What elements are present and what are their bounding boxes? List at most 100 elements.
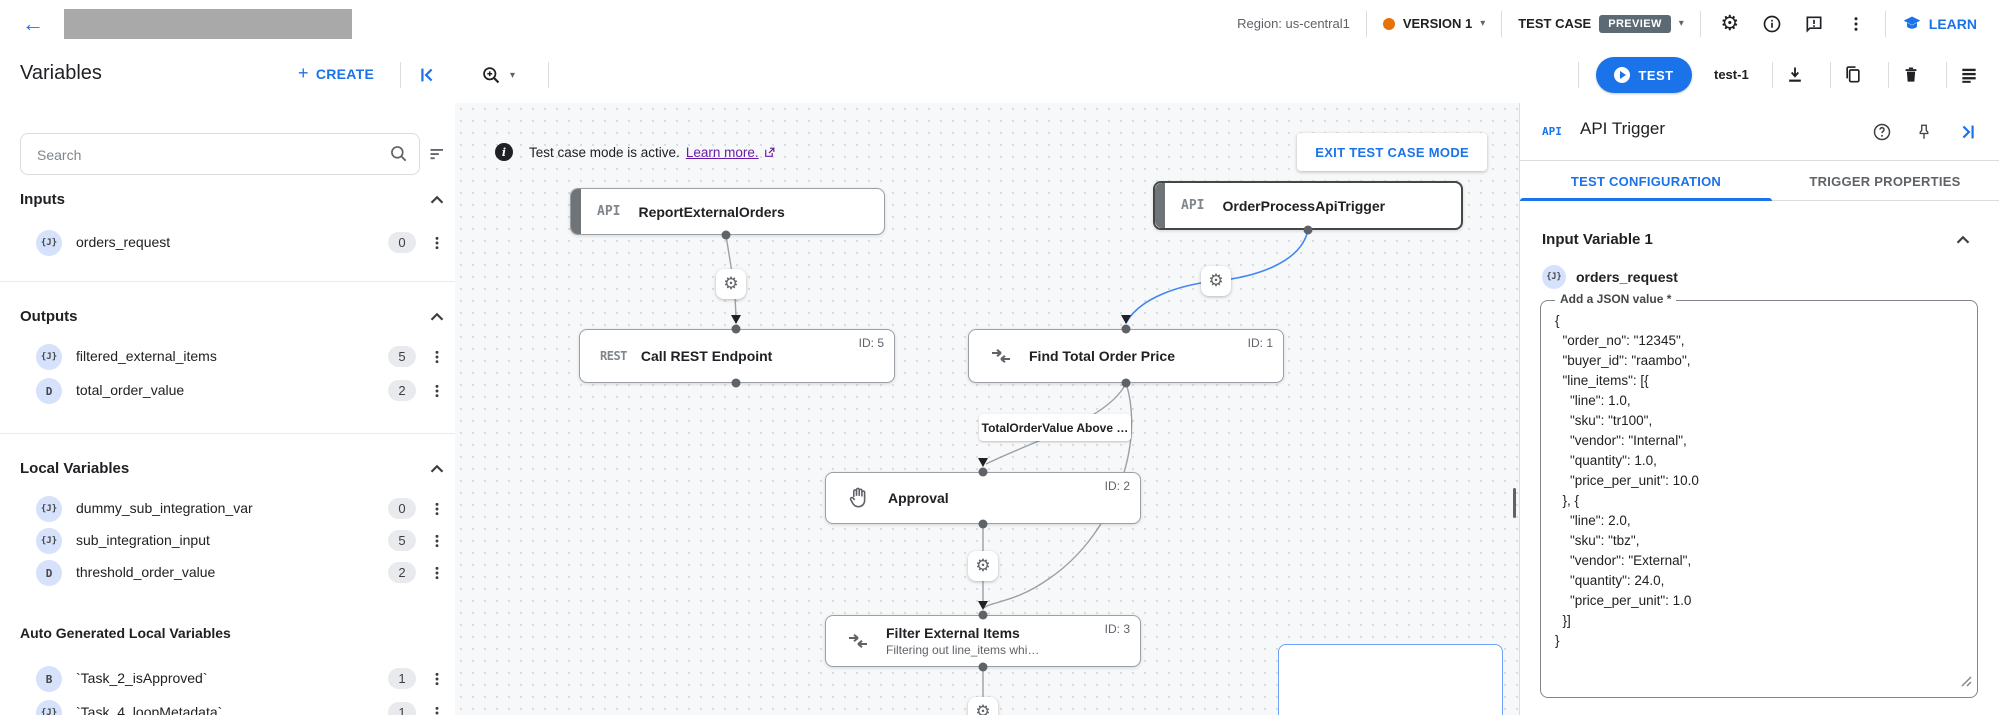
learn-more-label: Learn more. bbox=[685, 144, 759, 160]
top-app-bar: ← Region: us-central1 VERSION 1 ▾ TEST C… bbox=[0, 0, 1999, 48]
variables-sidebar: Inputs {J} orders_request 0 Outputs {J} … bbox=[0, 103, 456, 715]
node-find-total-order-price[interactable]: Find Total Order Price ID: 1 bbox=[968, 329, 1284, 383]
test-button[interactable]: TEST bbox=[1596, 57, 1692, 93]
edge-gear-icon[interactable]: ⚙ bbox=[1201, 266, 1231, 296]
node-filter-external-items[interactable]: Filter External Items Filtering out line… bbox=[825, 615, 1141, 667]
topbar-actions: Region: us-central1 VERSION 1 ▾ TEST CAS… bbox=[1237, 10, 1999, 37]
panel-title: API Trigger bbox=[1580, 119, 1666, 138]
collapse-panel-right-icon[interactable] bbox=[1955, 119, 1981, 145]
edge-condition-label[interactable]: TotalOrderValue Above … bbox=[979, 414, 1131, 441]
version-selector[interactable]: VERSION 1 ▾ bbox=[1382, 16, 1485, 31]
test-case-name[interactable]: test-1 bbox=[1714, 67, 1749, 82]
divider bbox=[1699, 10, 1701, 37]
execution-log-icon[interactable] bbox=[1954, 60, 1984, 90]
exit-test-case-mode-button[interactable]: EXIT TEST CASE MODE bbox=[1297, 133, 1487, 171]
variable-name: total_order_value bbox=[76, 382, 185, 398]
more-vert-icon[interactable] bbox=[426, 668, 448, 690]
more-vert-icon[interactable] bbox=[426, 232, 448, 254]
chevron-down-icon: ▾ bbox=[1678, 18, 1684, 29]
more-vert-icon[interactable] bbox=[426, 562, 448, 584]
info-icon[interactable] bbox=[1759, 11, 1785, 37]
feedback-icon[interactable] bbox=[1801, 11, 1827, 37]
create-variable-button[interactable]: + CREATE bbox=[298, 63, 374, 84]
edge-gear-icon[interactable]: ⚙ bbox=[968, 697, 998, 715]
json-type-icon: {J} bbox=[1542, 265, 1566, 289]
double-type-icon: D bbox=[36, 560, 62, 586]
node-title: OrderProcessApiTrigger bbox=[1222, 197, 1386, 214]
settings-gear-icon[interactable]: ⚙ bbox=[1720, 12, 1740, 35]
node-order-process-api-trigger[interactable]: API OrderProcessApiTrigger bbox=[1153, 181, 1463, 230]
learn-more-link[interactable]: Learn more. bbox=[686, 145, 776, 160]
info-icon: i bbox=[495, 143, 513, 161]
plus-icon: + bbox=[298, 63, 309, 83]
more-vert-icon[interactable] bbox=[426, 498, 448, 520]
more-vert-icon[interactable] bbox=[426, 380, 448, 402]
collapse-chevron-icon[interactable] bbox=[426, 306, 448, 328]
more-vert-icon[interactable] bbox=[426, 702, 448, 715]
search-input[interactable] bbox=[35, 138, 379, 172]
divider bbox=[0, 281, 455, 282]
sort-filter-icon[interactable] bbox=[428, 144, 448, 169]
edge-gear-icon[interactable]: ⚙ bbox=[968, 551, 998, 581]
panel-title-variables: Variables bbox=[20, 62, 102, 84]
download-icon[interactable] bbox=[1780, 60, 1810, 90]
variable-row[interactable]: {J} filtered_external_items 5 bbox=[0, 341, 455, 373]
variable-row[interactable]: {J} orders_request 0 bbox=[0, 227, 455, 259]
divider bbox=[1365, 10, 1367, 37]
edge-gear-icon[interactable]: ⚙ bbox=[716, 269, 746, 299]
divider bbox=[1884, 10, 1886, 37]
data-mapping-icon bbox=[846, 629, 870, 653]
node-report-external-orders[interactable]: API ReportExternalOrders bbox=[570, 188, 885, 235]
collapse-chevron-icon[interactable] bbox=[426, 458, 448, 480]
collapse-panel-left-icon[interactable] bbox=[412, 60, 442, 90]
trigger-accent-bar bbox=[1155, 183, 1165, 228]
test-case-banner: i Test case mode is active. Learn more. … bbox=[495, 131, 1487, 173]
back-arrow-icon[interactable]: ← bbox=[22, 10, 44, 36]
json-type-icon: {J} bbox=[36, 496, 62, 522]
empty-note-box[interactable] bbox=[1278, 644, 1503, 715]
variable-row[interactable]: {J} dummy_sub_integration_var 0 bbox=[0, 493, 455, 525]
panel-tabs: TEST CONFIGURATION TRIGGER PROPERTIES bbox=[1520, 161, 1999, 201]
tab-test-configuration[interactable]: TEST CONFIGURATION bbox=[1520, 161, 1772, 201]
node-call-rest-endpoint[interactable]: REST Call REST Endpoint ID: 5 bbox=[579, 329, 895, 383]
variable-name: orders_request bbox=[76, 234, 171, 250]
more-vert-icon[interactable] bbox=[426, 346, 448, 368]
json-value-textarea[interactable]: { "order_no": "12345", "buyer_id": "raam… bbox=[1555, 313, 1699, 648]
delete-trash-icon[interactable] bbox=[1896, 60, 1926, 90]
workflow-canvas[interactable]: i Test case mode is active. Learn more. … bbox=[455, 103, 1519, 715]
boolean-type-icon: B bbox=[36, 666, 62, 692]
usage-count-badge: 0 bbox=[388, 498, 416, 519]
variable-row[interactable]: {J} sub_integration_input 5 bbox=[0, 525, 455, 557]
copy-icon[interactable] bbox=[1838, 60, 1868, 90]
double-type-icon: D bbox=[36, 378, 62, 404]
json-type-icon: {J} bbox=[36, 344, 62, 370]
active-tab-underline bbox=[1520, 198, 1772, 201]
canvas-scrollbar-thumb[interactable] bbox=[1513, 488, 1516, 518]
pin-icon[interactable] bbox=[1911, 119, 1937, 145]
api-trigger-config-panel: API API Trigger TEST CONFIGURATION TRIGG… bbox=[1519, 103, 1999, 715]
redacted-integration-title bbox=[64, 8, 352, 39]
tab-trigger-properties[interactable]: TRIGGER PROPERTIES bbox=[1772, 161, 1998, 201]
node-id-label: ID: 5 bbox=[858, 336, 884, 350]
variable-row[interactable]: {J} `Task_4_loopMetadata` 1 bbox=[0, 697, 455, 715]
resize-handle-icon[interactable] bbox=[1960, 674, 1972, 692]
more-vert-icon[interactable] bbox=[1843, 11, 1869, 37]
divider bbox=[1830, 62, 1831, 88]
divider bbox=[1888, 62, 1889, 88]
learn-button[interactable]: LEARN bbox=[1902, 14, 1977, 34]
variable-row[interactable]: D threshold_order_value 2 bbox=[0, 557, 455, 589]
variable-row[interactable]: D total_order_value 2 bbox=[0, 375, 455, 407]
zoom-in-icon bbox=[483, 66, 500, 83]
help-icon[interactable] bbox=[1869, 119, 1895, 145]
variable-row[interactable]: B `Task_2_isApproved` 1 bbox=[0, 663, 455, 695]
test-case-selector[interactable]: TEST CASE PREVIEW ▾ bbox=[1518, 14, 1684, 33]
node-approval[interactable]: Approval ID: 2 bbox=[825, 472, 1141, 524]
usage-count-badge: 5 bbox=[388, 346, 416, 367]
collapse-chevron-icon[interactable] bbox=[426, 189, 448, 211]
more-vert-icon[interactable] bbox=[426, 530, 448, 552]
zoom-control[interactable]: ▾ bbox=[472, 60, 524, 90]
collapse-chevron-icon[interactable] bbox=[1952, 229, 1974, 251]
section-header-inputs: Inputs bbox=[20, 191, 65, 208]
school-icon bbox=[1903, 16, 1921, 29]
